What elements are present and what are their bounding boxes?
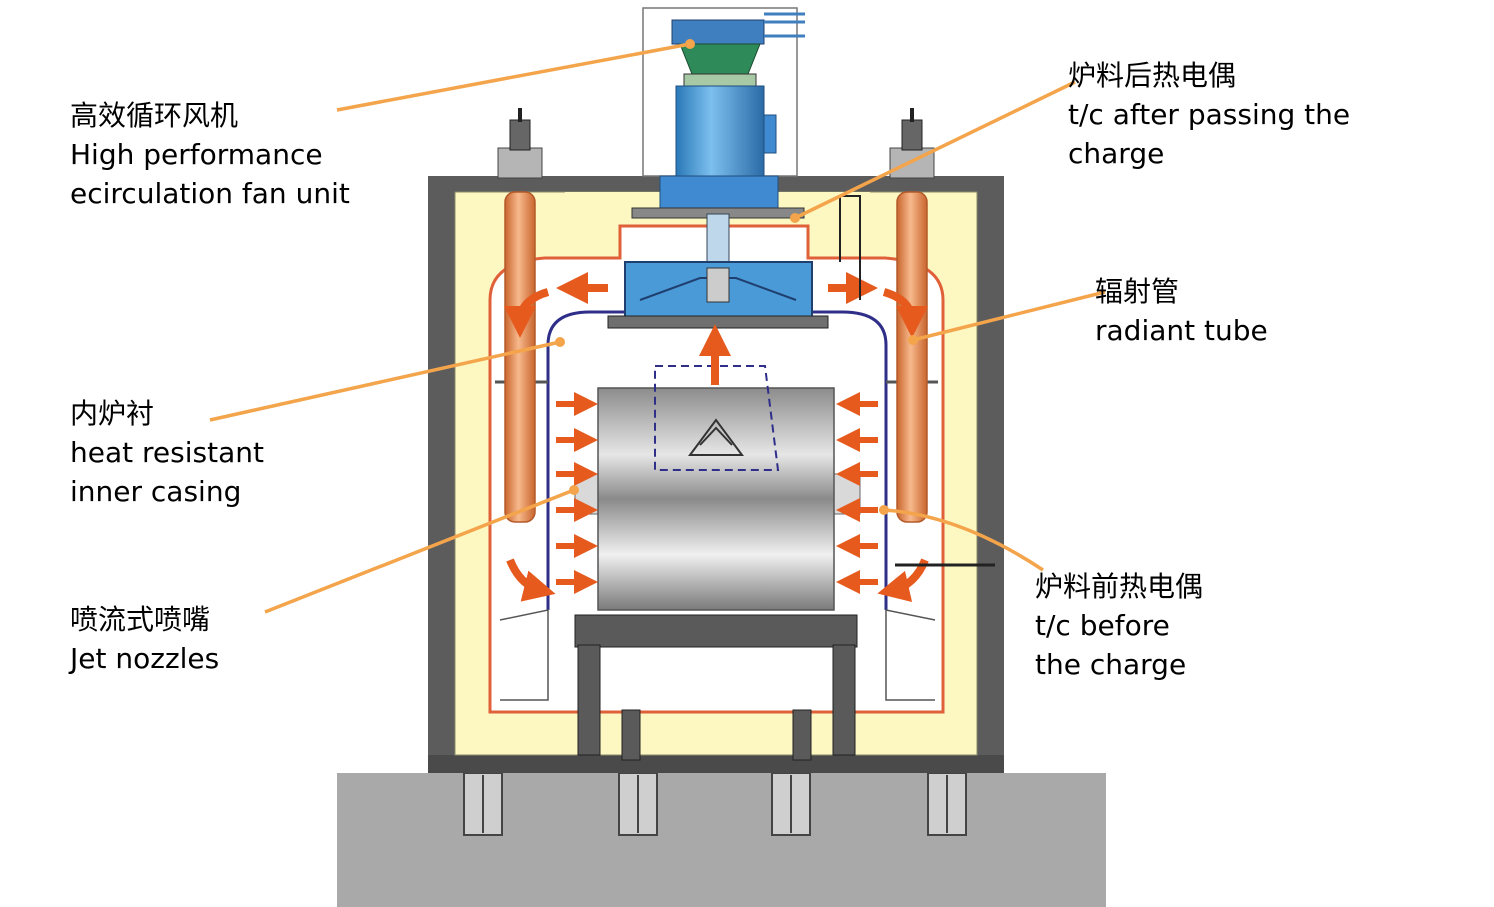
fan-unit-en-2: ecirculation fan unit: [70, 177, 350, 210]
leader-jet-nozzles: [264, 488, 575, 614]
inner-casing-en-2: inner casing: [70, 475, 242, 508]
tc-after-probe: [839, 195, 861, 300]
jet-nozzle-arrows: [556, 392, 878, 594]
label-radiant-tube: 辐射管 radiant tube: [1095, 272, 1268, 350]
tc-after-zh: 炉料后热电偶: [1068, 59, 1237, 92]
foundation: [337, 773, 1106, 907]
charge-coil: [574, 365, 861, 611]
tc-after-en-1: t/c after passing the: [1068, 98, 1351, 131]
fan-unit-zh: 高效循环风机: [70, 99, 239, 132]
tc-before-en-1: t/c before: [1035, 609, 1170, 642]
label-fan-unit: 高效循环风机 High performance ecirculation fan…: [70, 96, 350, 213]
jet-nozzles-zh: 喷流式喷嘴: [70, 603, 211, 636]
inner-casing-zh: 内炉衬: [70, 397, 155, 430]
fan-unit-en-1: High performance: [70, 138, 323, 171]
tc-before-en-2: the charge: [1035, 648, 1187, 681]
tc-before-zh: 炉料前热电偶: [1035, 570, 1204, 603]
leader-inner-casing: [209, 340, 561, 422]
label-jet-nozzles: 喷流式喷嘴 Jet nozzles: [70, 600, 219, 678]
charge-stand: [574, 614, 858, 761]
label-tc-before: 炉料前热电偶 t/c before the charge: [1035, 567, 1203, 684]
leader-lines: [209, 42, 1106, 614]
leader-tc-before: [883, 508, 1044, 572]
inner-casing-en-1: heat resistant: [70, 436, 264, 469]
fan-unit: [607, 7, 829, 329]
radiant-tube-en: radiant tube: [1095, 314, 1268, 347]
leader-radiant-tube: [912, 290, 1106, 342]
jet-nozzles-en: Jet nozzles: [70, 642, 220, 675]
tc-after-en-2: charge: [1068, 137, 1165, 170]
label-inner-casing: 内炉衬 heat resistant inner casing: [70, 394, 264, 511]
label-tc-after: 炉料后热电偶 t/c after passing the charge: [1068, 56, 1350, 173]
radiant-tubes: [497, 108, 935, 523]
leader-fan-unit: [336, 42, 691, 112]
radiant-tube-zh: 辐射管: [1095, 275, 1180, 308]
leader-tc-after: [794, 80, 1076, 220]
